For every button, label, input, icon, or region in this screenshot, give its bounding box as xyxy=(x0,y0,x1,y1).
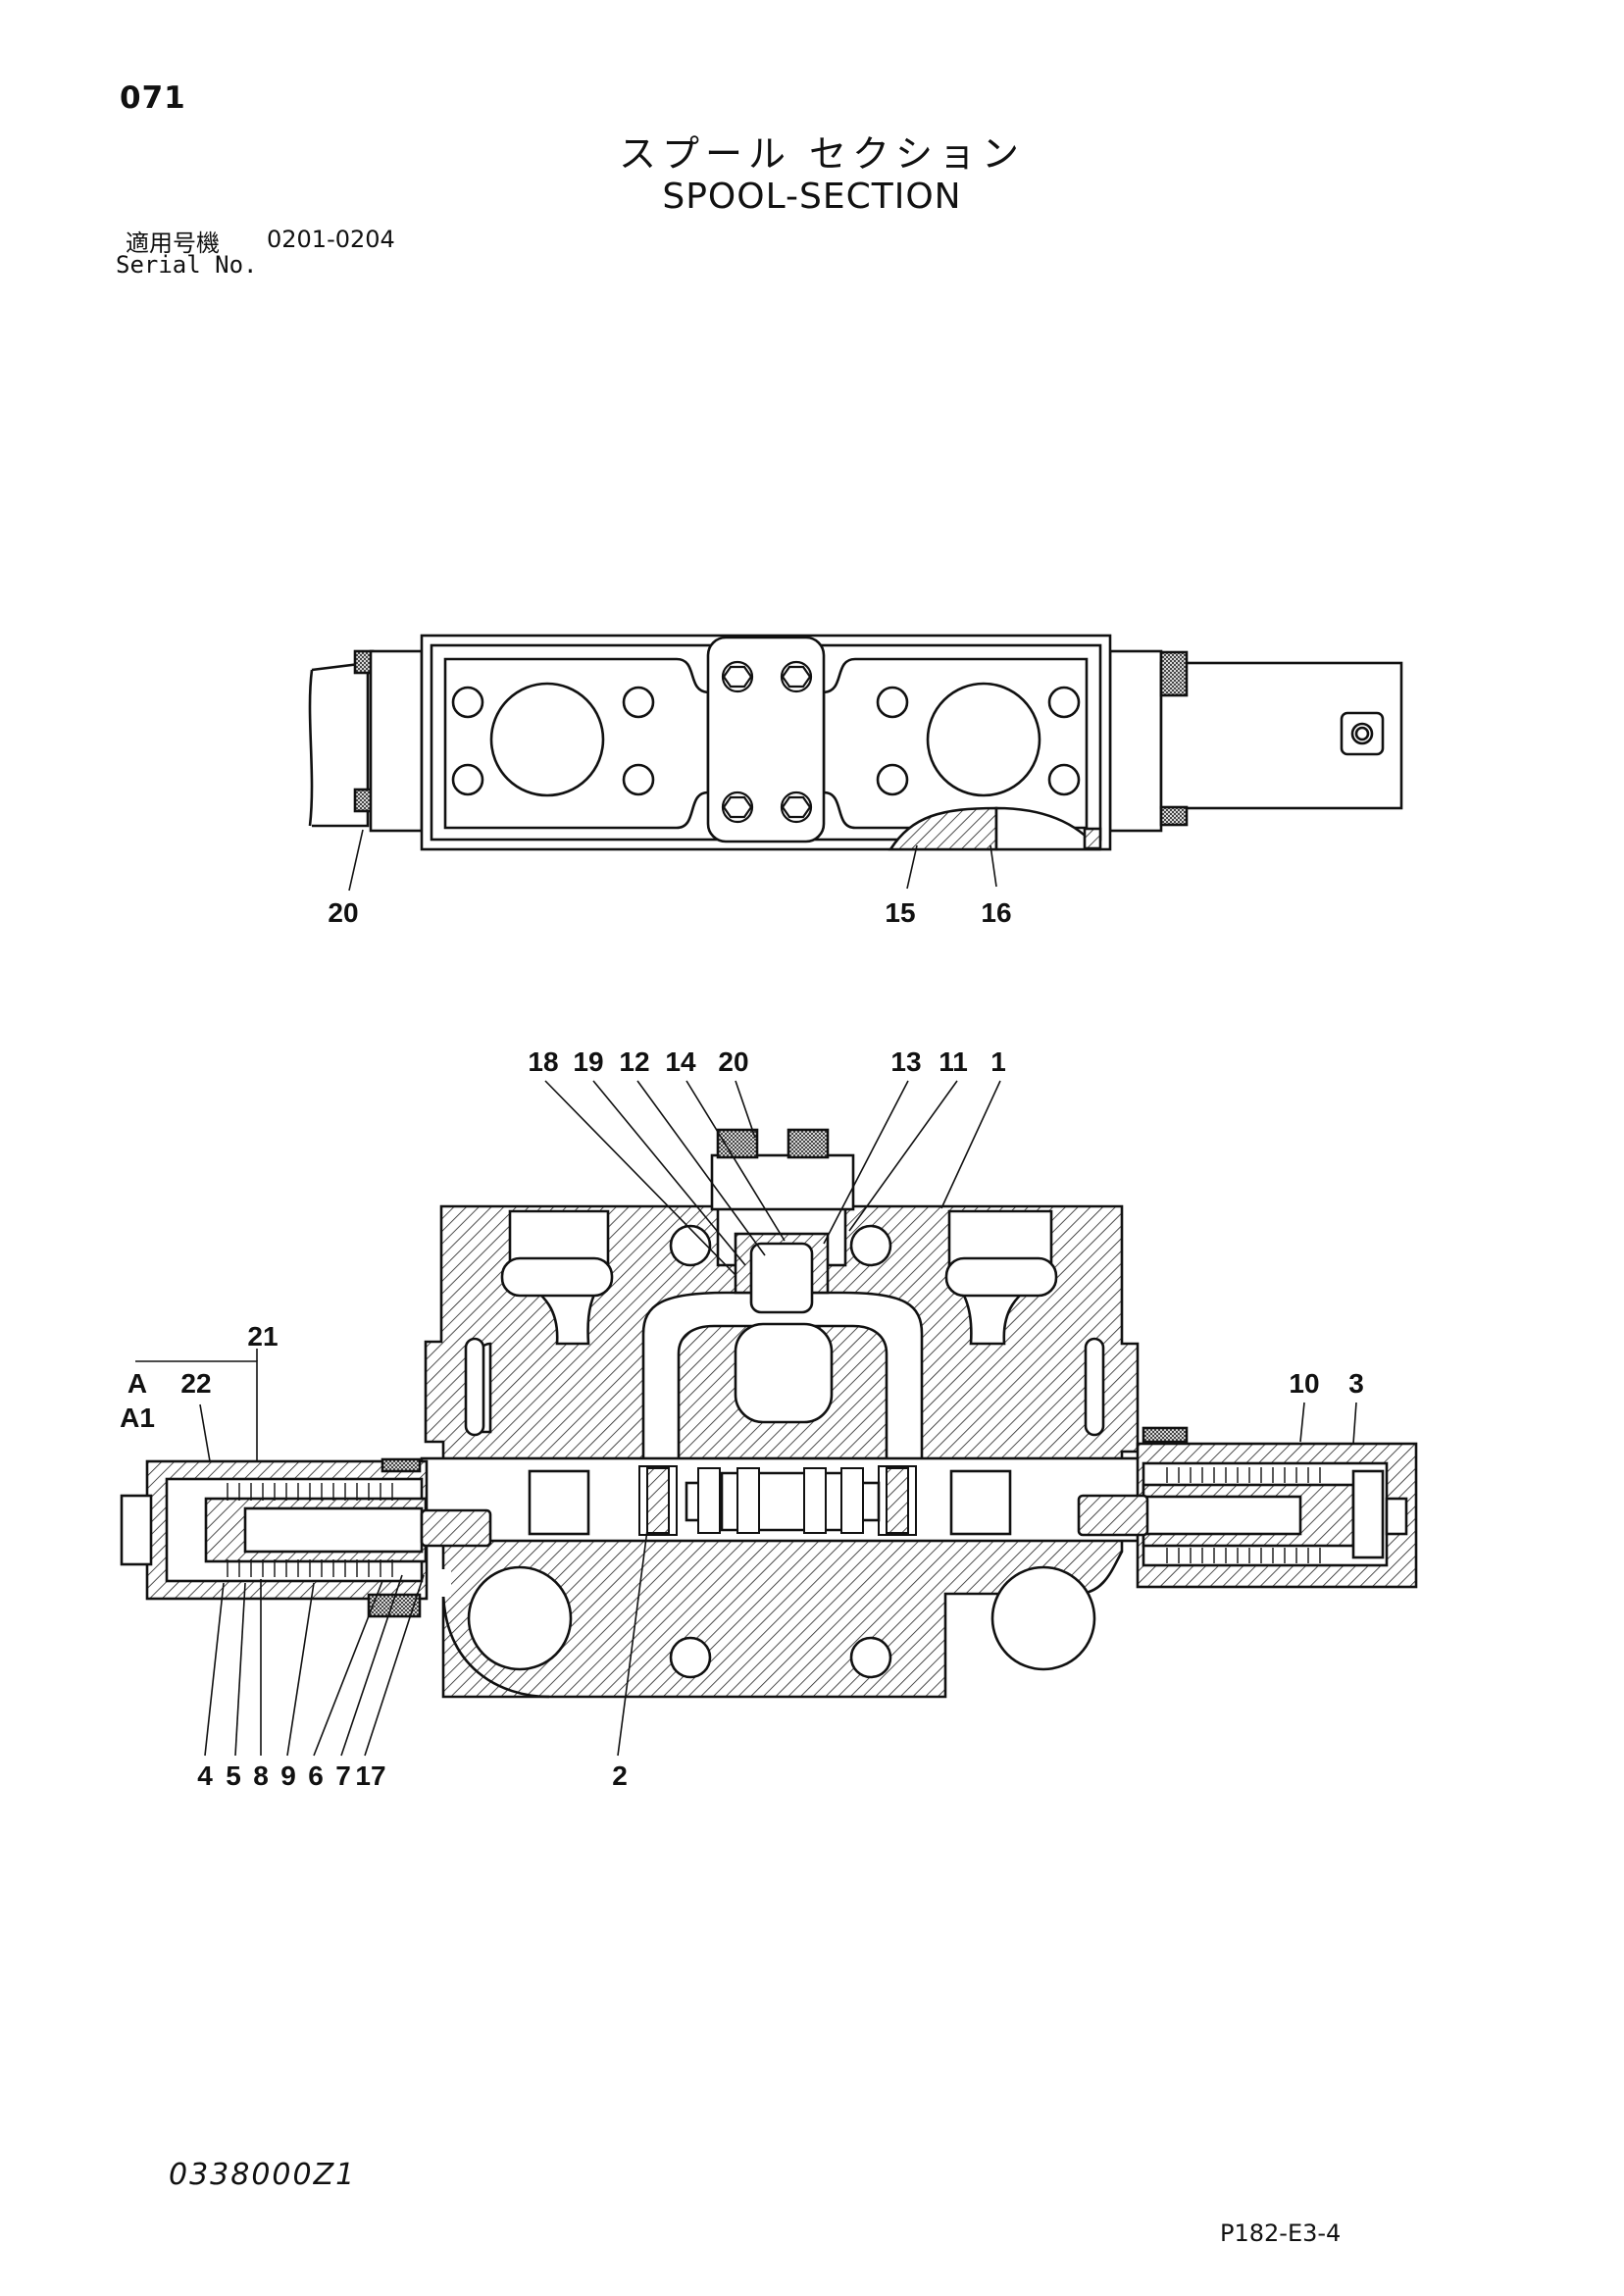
callout-8: 8 xyxy=(253,1760,269,1791)
callout-12: 12 xyxy=(619,1046,649,1077)
serial-label-english: Serial No. xyxy=(116,251,258,279)
callout-18: 18 xyxy=(528,1046,558,1077)
top-view xyxy=(308,634,1403,892)
page-reference: P182-E3-4 xyxy=(1220,2219,1342,2247)
callout-14: 14 xyxy=(665,1046,696,1077)
callout-9: 9 xyxy=(280,1760,296,1791)
callout-7: 7 xyxy=(335,1760,351,1791)
title-english: SPOOL-SECTION xyxy=(662,177,962,217)
serial-range: 0201-0204 xyxy=(267,226,395,253)
callout-10: 10 xyxy=(1289,1368,1319,1399)
callout-2: 2 xyxy=(612,1760,628,1791)
section-view xyxy=(120,1080,1418,1757)
callout-5: 5 xyxy=(226,1760,241,1791)
callout-A: A xyxy=(127,1368,147,1399)
callout-22: 22 xyxy=(180,1368,211,1399)
document-code: 0338000Z1 xyxy=(169,2158,357,2192)
callout-19: 19 xyxy=(573,1046,603,1077)
callout-17: 17 xyxy=(355,1760,385,1791)
page-number: 071 xyxy=(120,80,186,116)
title-japanese: スプール セクション xyxy=(618,132,1026,176)
callout-4: 4 xyxy=(197,1760,213,1791)
callout-1: 1 xyxy=(990,1046,1006,1077)
callout-11: 11 xyxy=(939,1046,968,1077)
callout-top-16: 16 xyxy=(981,897,1011,928)
callout-6: 6 xyxy=(308,1760,324,1791)
callout-top-20: 20 xyxy=(328,897,358,928)
callout-20: 20 xyxy=(718,1046,748,1077)
serial-label-japanese: 適用号機 xyxy=(126,230,220,257)
callout-21: 21 xyxy=(247,1321,278,1352)
callout-A1: A1 xyxy=(120,1403,155,1433)
callout-3: 3 xyxy=(1348,1368,1364,1399)
callout-top-15: 15 xyxy=(885,897,915,928)
callout-13: 13 xyxy=(890,1046,921,1077)
